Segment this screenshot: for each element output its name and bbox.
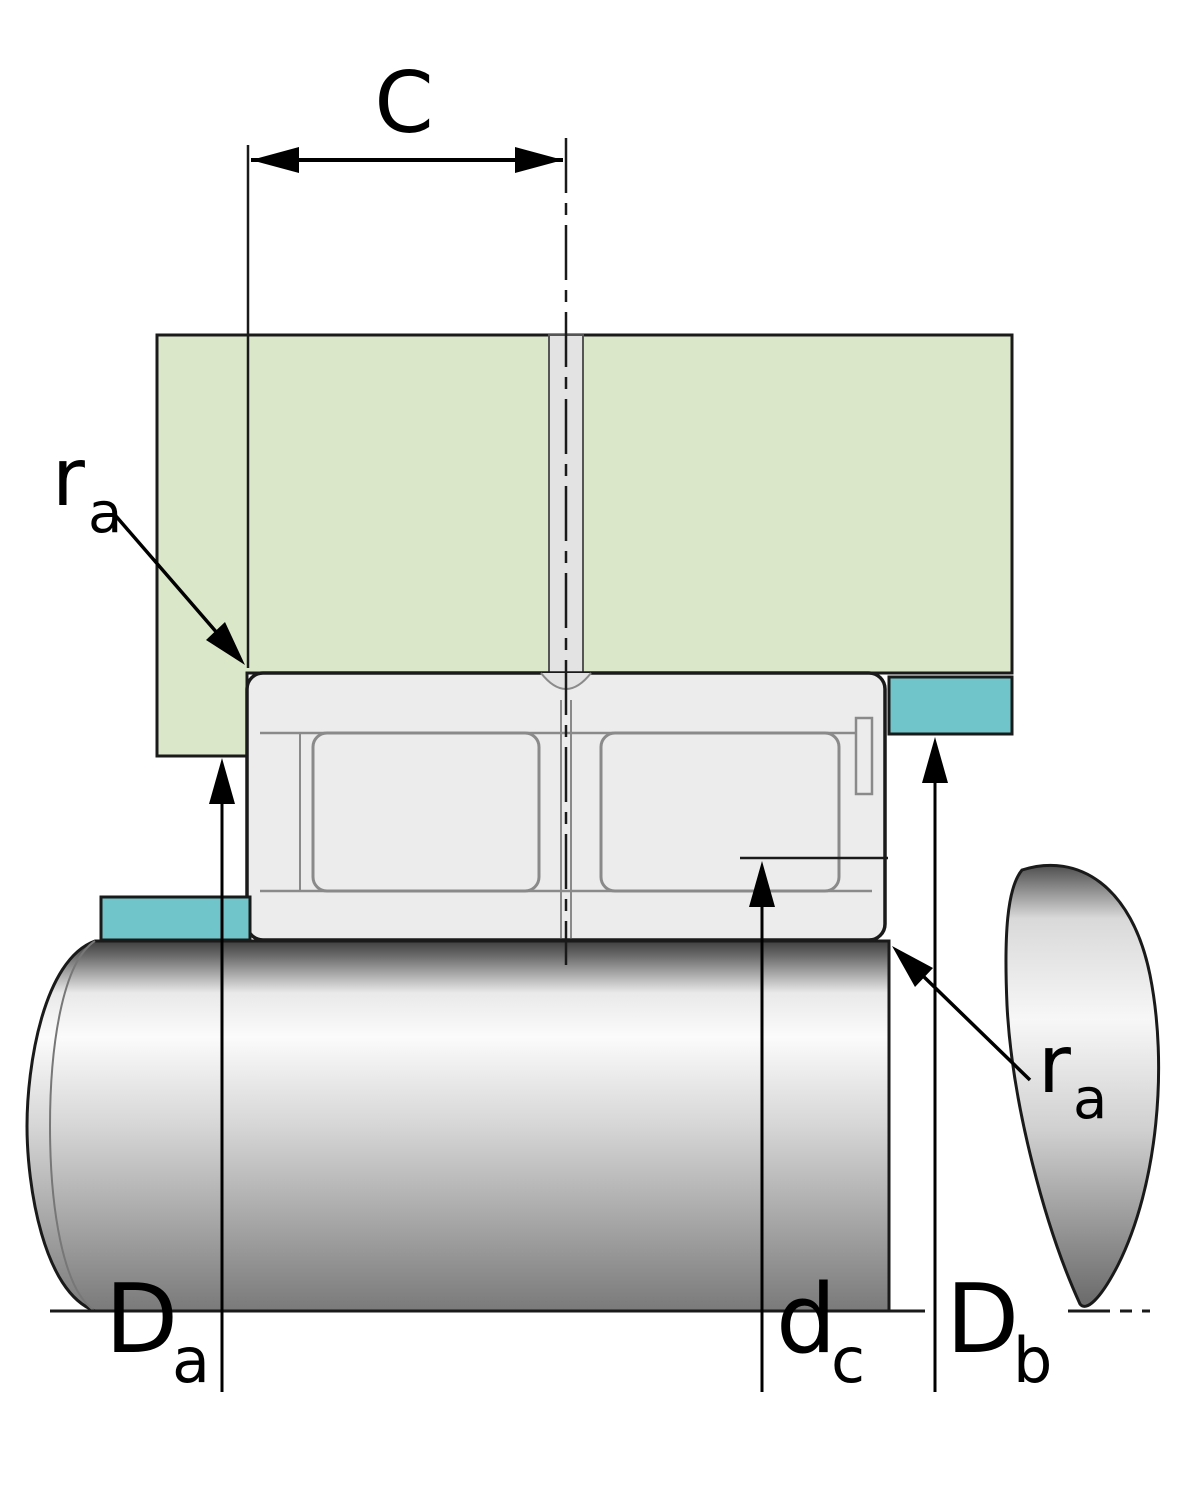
annotation-ra-top: r a [52, 431, 245, 665]
dimension-da: D a [105, 758, 235, 1397]
da-arrowhead [209, 758, 235, 804]
c-arrowhead-left [251, 147, 299, 173]
label-da-sub: a [172, 1324, 210, 1397]
roller-right [599, 731, 841, 893]
shaft-shoulder [1004, 863, 1161, 1308]
annotation-ra-bottom: r a [892, 946, 1107, 1132]
ra-top-arrowhead [206, 622, 245, 665]
housing-body [155, 333, 1014, 758]
label-db-sub: b [1013, 1324, 1052, 1397]
shaft [25, 939, 891, 1313]
label-ra-top-sub: a [88, 481, 122, 546]
abutment-ring-right-body [887, 675, 1014, 736]
label-c: C [374, 54, 433, 153]
label-ra-bottom-sub: a [1073, 1067, 1107, 1132]
roller-left [311, 731, 541, 893]
bearing [245, 671, 888, 942]
label-dc-sub: c [831, 1324, 865, 1397]
label-ra-bottom-base: r [1038, 1018, 1071, 1111]
dc-arrowhead [749, 861, 775, 907]
db-arrowhead [922, 737, 948, 783]
centerlines [50, 138, 1150, 1313]
dimension-db: D b [922, 737, 1052, 1397]
c-arrowhead-right [515, 147, 563, 173]
shaft-end-chamfer-line [48, 940, 96, 1312]
label-da-base: D [105, 1265, 178, 1375]
dimension-dc: d c [749, 861, 865, 1397]
ra-bottom-leader-line [919, 972, 1032, 1082]
ra-bottom-arrowhead [892, 946, 933, 987]
label-dc-base: d [776, 1265, 836, 1375]
dimension-c: C [246, 54, 563, 668]
abutment-ring-left-body [99, 895, 252, 942]
label-db-base: D [946, 1265, 1019, 1375]
shaft-body [25, 939, 891, 1313]
label-ra-top-base: r [52, 431, 85, 524]
shaft-shoulder-lobe [1004, 863, 1161, 1308]
abutment-ring-right [887, 675, 1014, 736]
snap-ring-groove [854, 716, 874, 796]
abutment-ring-left [99, 895, 252, 942]
ra-top-leader-line [113, 513, 220, 636]
